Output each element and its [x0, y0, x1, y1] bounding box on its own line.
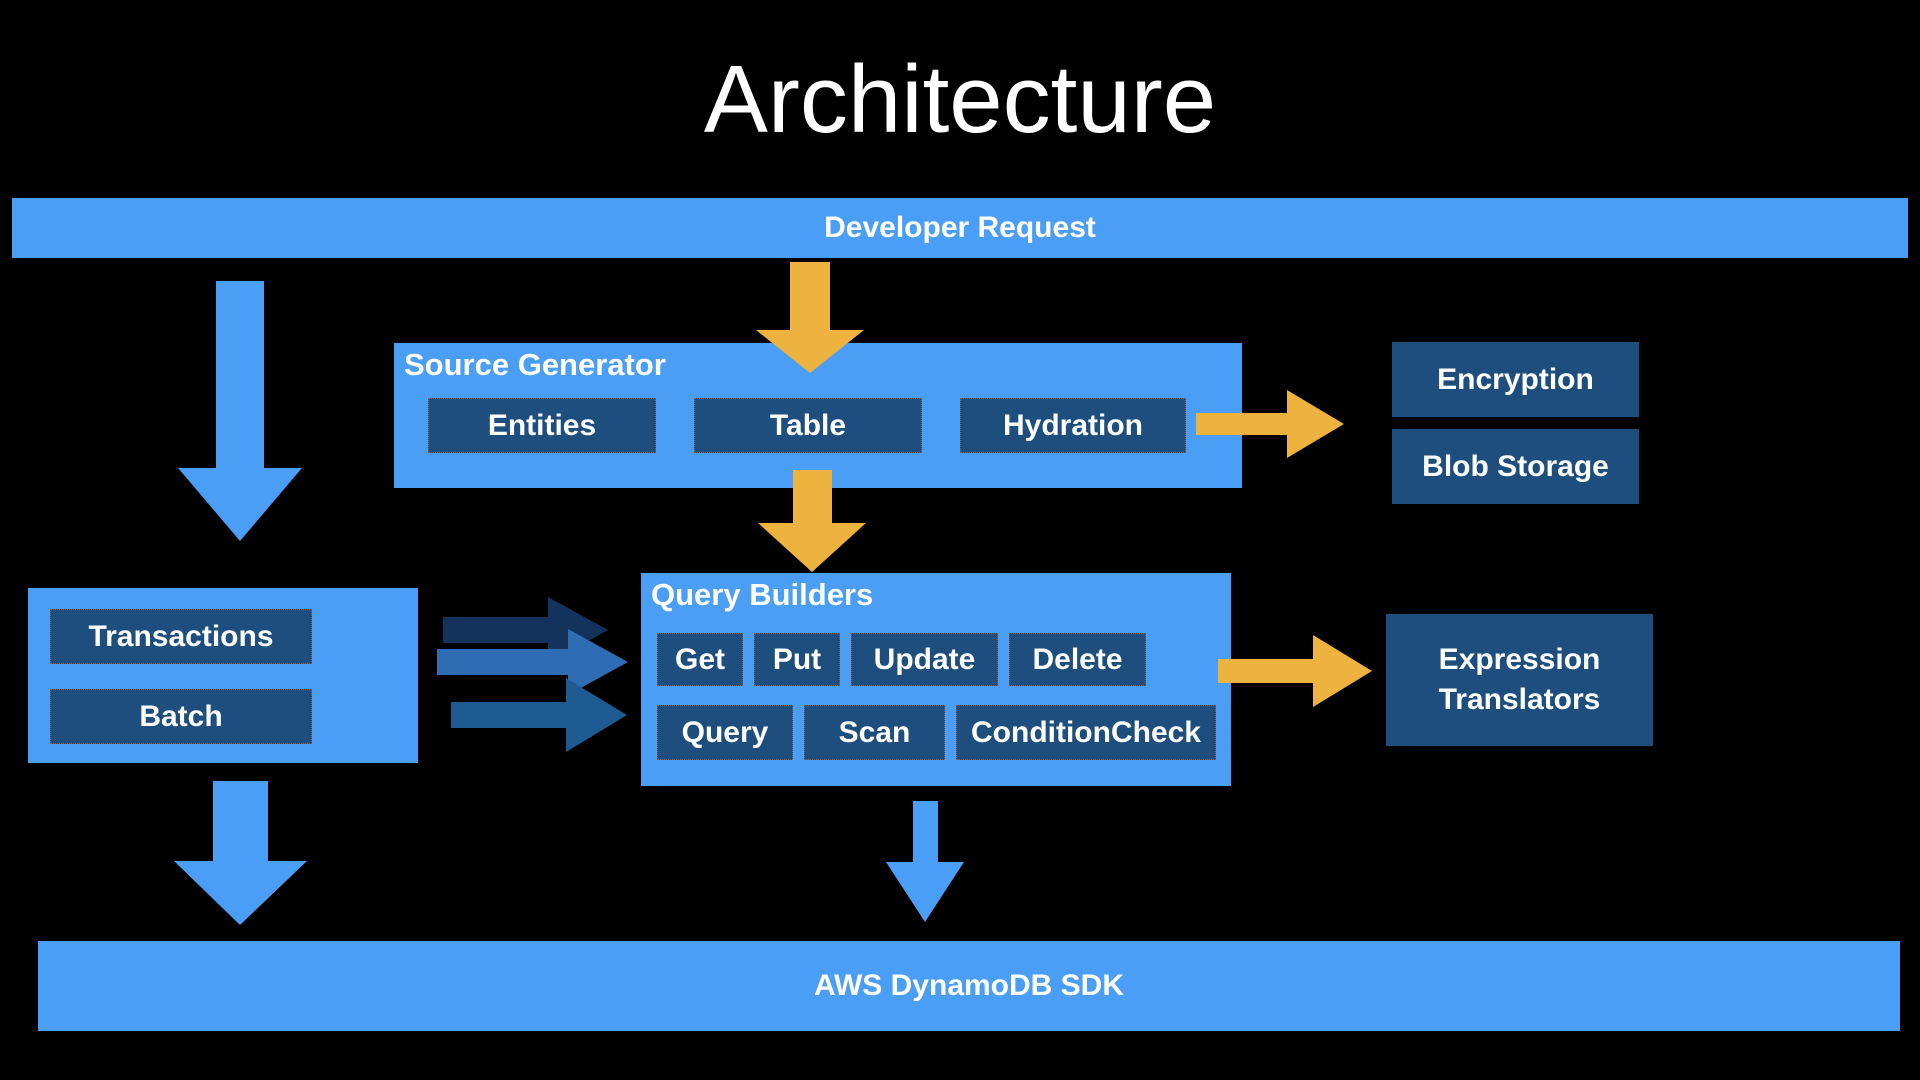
- arrow-batch-to-query-builders-mid-icon: [437, 629, 628, 695]
- source-generator-item-hydration[interactable]: Hydration: [960, 398, 1186, 453]
- query-builder-delete[interactable]: Delete: [1009, 633, 1146, 686]
- query-builder-get-label: Get: [674, 642, 725, 676]
- query-builder-scan[interactable]: Scan: [804, 705, 945, 760]
- storage-item-encryption[interactable]: Encryption: [1392, 342, 1639, 417]
- source-generator-title: Source Generator: [404, 347, 666, 382]
- batch-item-transactions[interactable]: Transactions: [50, 609, 312, 664]
- source-generator-item-entities-label: Entities: [487, 408, 597, 442]
- query-builder-scan-label: Scan: [838, 715, 911, 749]
- query-builder-get[interactable]: Get: [657, 633, 743, 686]
- query-builders-title: Query Builders: [651, 577, 874, 612]
- storage-item-blob-storage-label: Blob Storage: [1422, 449, 1609, 483]
- batch-item-batch[interactable]: Batch: [50, 689, 312, 744]
- query-builder-update-label: Update: [873, 642, 976, 676]
- source-generator-item-table-label: Table: [769, 408, 847, 442]
- query-builder-put[interactable]: Put: [754, 633, 840, 686]
- query-builder-conditioncheck[interactable]: ConditionCheck: [956, 705, 1216, 760]
- query-builder-delete-label: Delete: [1032, 642, 1123, 676]
- arrow-batch-to-query-builders-top-icon: [443, 597, 608, 663]
- storage-item-encryption-label: Encryption: [1437, 362, 1594, 396]
- expression-translators-line2: Translators: [1438, 683, 1601, 716]
- aws-dynamodb-sdk-bar: AWS DynamoDB SDK: [38, 941, 1900, 1031]
- arrow-batch-to-query-builders-bottom-icon: [451, 678, 627, 752]
- query-builder-update[interactable]: Update: [851, 633, 998, 686]
- source-generator-item-hydration-label: Hydration: [1002, 408, 1143, 442]
- developer-request-label: Developer Request: [824, 211, 1096, 244]
- aws-dynamodb-sdk-label: AWS DynamoDB SDK: [813, 969, 1125, 1002]
- arrow-query-builders-to-sdk-icon: [886, 801, 964, 922]
- storage-item-blob-storage[interactable]: Blob Storage: [1392, 429, 1639, 504]
- query-builder-conditioncheck-label: ConditionCheck: [971, 715, 1201, 749]
- developer-request-bar: Developer Request: [12, 198, 1908, 258]
- expression-translators-box[interactable]: Expression Translators: [1386, 614, 1653, 746]
- query-builder-query[interactable]: Query: [657, 705, 793, 760]
- arrow-developer-request-to-batch-icon: [178, 281, 302, 541]
- arrow-batch-to-sdk-icon: [174, 781, 307, 925]
- query-builder-query-label: Query: [681, 715, 769, 749]
- arrow-query-builders-to-expression-translators-icon: [1218, 635, 1372, 707]
- expression-translators-line1: Expression: [1438, 643, 1601, 676]
- batch-item-transactions-label: Transactions: [88, 619, 274, 653]
- page-title: Architecture: [703, 46, 1217, 153]
- batch-item-batch-label: Batch: [139, 699, 223, 733]
- query-builder-put-label: Put: [772, 642, 822, 676]
- source-generator-item-table[interactable]: Table: [694, 398, 922, 453]
- source-generator-item-entities[interactable]: Entities: [428, 398, 656, 453]
